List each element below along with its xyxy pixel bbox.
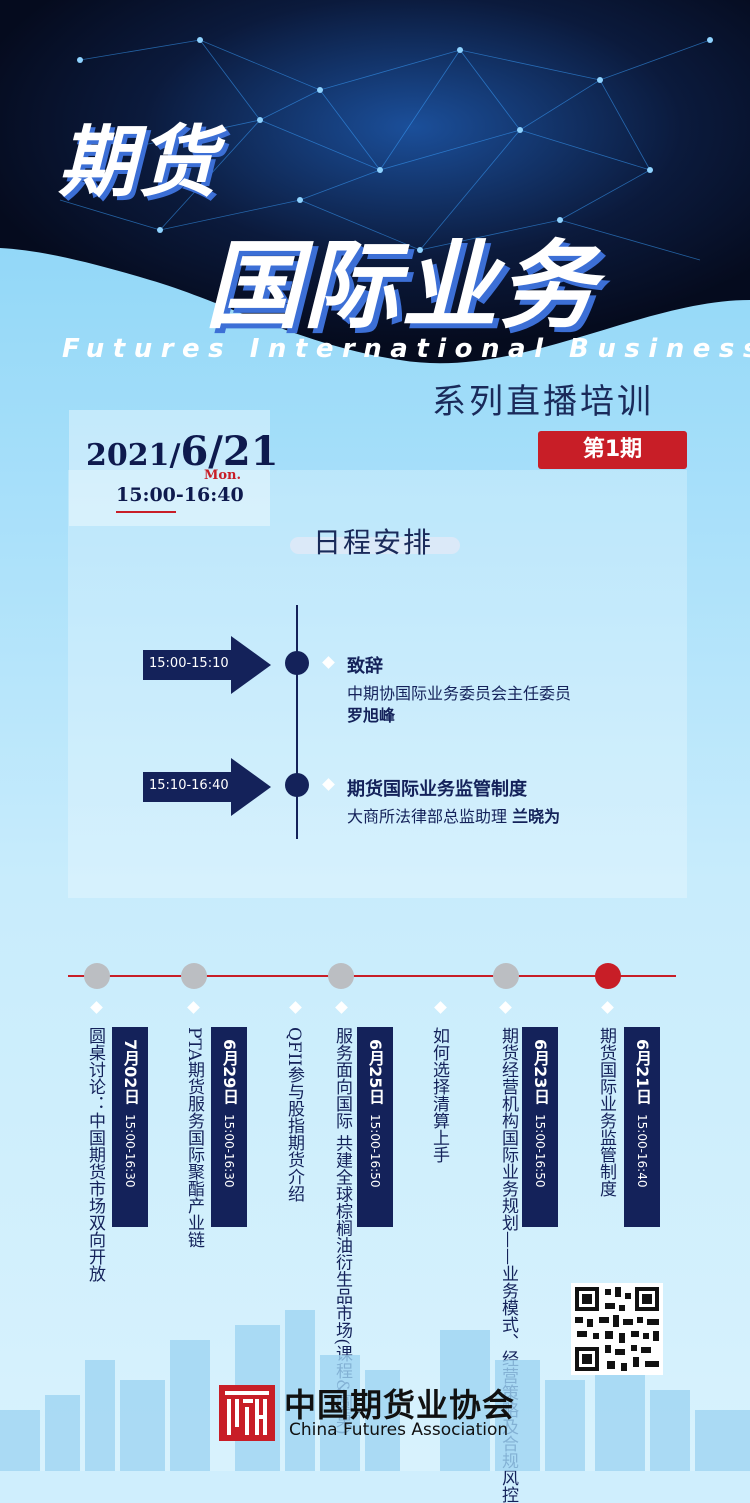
series-timeline-line: [68, 975, 676, 977]
series-date-4: 6月23日: [531, 1039, 550, 1105]
time-underline: [116, 511, 176, 513]
schedule-vertical-line: [296, 605, 298, 839]
timeline-dot-5-active: [595, 963, 621, 989]
series-time-5: 15:00-16:40: [635, 1114, 649, 1188]
series-topic-5: 期货国际业务监管制度: [596, 1027, 616, 1197]
series-topic-2: PTA期货服务国际聚酯产业链: [184, 1027, 204, 1249]
schedule-desc-2-text: 大商所法律部总监助理: [347, 807, 508, 826]
schedule-title-2: 期货国际业务监管制度: [347, 779, 527, 800]
date-main: 6/21: [180, 428, 279, 475]
heading-highlight: [290, 537, 460, 554]
series-date-badge-2: 6月29日 15:00-16:30: [211, 1027, 247, 1227]
timeline-dot-3: [328, 963, 354, 989]
hero-banner: [0, 0, 750, 420]
series-topic-3: 服务面向国际 共建全球棕榈油衍生品市场(课程&圆桌): [332, 1027, 352, 1435]
schedule-speaker-1: 罗旭峰: [347, 706, 396, 725]
schedule-desc-1: 中期协国际业务委员会主任委员: [347, 684, 572, 703]
series-time-1: 15:00-16:30: [123, 1114, 137, 1188]
arrow-icon: [143, 636, 271, 694]
series-date-badge-3: 6月25日 15:00-16:50: [357, 1027, 393, 1227]
series-topic-4: 期货经营机构国际业务规划——业务模式、经营策略及合规风控: [455, 1027, 518, 1503]
org-name-en: China Futures Association: [289, 1420, 509, 1440]
schedule-speaker-2: 兰晓为: [512, 807, 561, 826]
date-prefix: 2021/: [86, 438, 181, 473]
schedule-heading: 日程安排: [313, 526, 434, 559]
arrow-icon: [143, 758, 271, 816]
subtitle-english: Futures International Business: [62, 334, 750, 364]
title-line1: 期货: [58, 118, 219, 208]
date-card: [69, 410, 270, 526]
schedule-dot-2: [285, 773, 309, 797]
series-topic-4b: 如何选择清算上手: [429, 1027, 449, 1163]
event-weekday: Mon.: [204, 468, 242, 483]
network-map-graphic: [0, 0, 750, 364]
schedule-title-1: 致辞: [347, 656, 383, 677]
event-time: 15:00-16:40: [116, 484, 244, 506]
issue-badge: 第1期: [538, 431, 687, 469]
cfa-logo-icon: [219, 1385, 275, 1441]
series-time-2: 15:00-16:30: [222, 1114, 236, 1188]
schedule-dot-1: [285, 651, 309, 675]
event-date: 2021/6/21: [86, 428, 279, 475]
series-date-3: 6月25日: [366, 1039, 385, 1105]
org-name-cn: 中国期货业协会: [284, 1386, 516, 1424]
qr-code: [571, 1283, 663, 1375]
title-line2: 国际业务: [205, 230, 597, 342]
schedule-desc-2: 大商所法律部总监助理 兰晓为: [347, 803, 560, 827]
series-time-3: 15:00-16:50: [368, 1114, 382, 1188]
series-date-2: 6月29日: [220, 1039, 239, 1105]
series-topic-1: 圆桌讨论：中国期货市场双向开放: [85, 1027, 105, 1282]
series-date-1: 7月02日: [121, 1039, 140, 1105]
timeline-dot-2: [181, 963, 207, 989]
city-skyline-graphic: [0, 1310, 750, 1471]
series-date-badge-4: 6月23日 15:00-16:50: [522, 1027, 558, 1227]
series-date-badge-1: 7月02日 15:00-16:30: [112, 1027, 148, 1227]
series-date-badge-5: 6月21日 15:00-16:40: [624, 1027, 660, 1227]
schedule-time-2: 15:10-16:40: [149, 778, 229, 793]
series-topic-3b: QFII参与股指期货介绍: [284, 1027, 304, 1203]
series-date-5: 6月21日: [633, 1039, 652, 1105]
schedule-time-1: 15:00-15:10: [149, 656, 229, 671]
series-title: 系列直播培训: [432, 382, 654, 422]
series-time-4: 15:00-16:50: [533, 1114, 547, 1188]
timeline-dot-1: [84, 963, 110, 989]
timeline-dot-4: [493, 963, 519, 989]
